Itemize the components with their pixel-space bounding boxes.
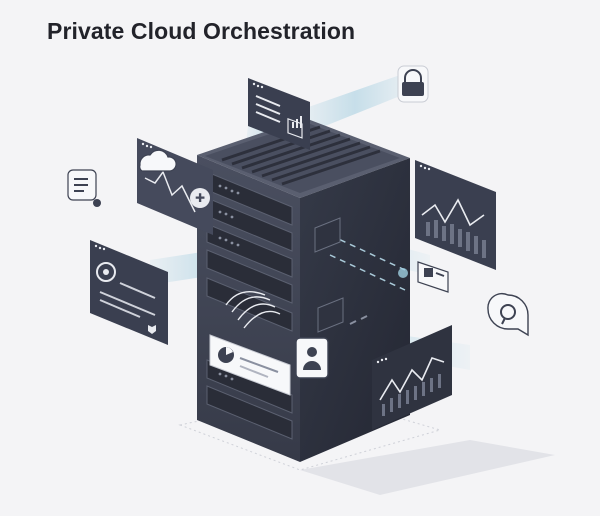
page-title: Private Cloud Orchestration [47,18,356,44]
document-panel-icon [209,334,291,396]
document-panel-icon [248,78,310,150]
line-chart-icon [372,325,452,430]
svg-text:✚: ✚ [195,191,205,205]
bar-chart-icon [417,261,449,293]
document-panel-icon [90,240,168,345]
lock-icon [397,65,429,103]
network-node-icon [67,169,101,207]
line-chart-icon [415,160,496,270]
chat-bubble-icon [487,292,529,337]
server-rack-icon [197,118,410,462]
user-card-icon [295,337,329,379]
cloud-icon: ✚ [137,138,213,235]
